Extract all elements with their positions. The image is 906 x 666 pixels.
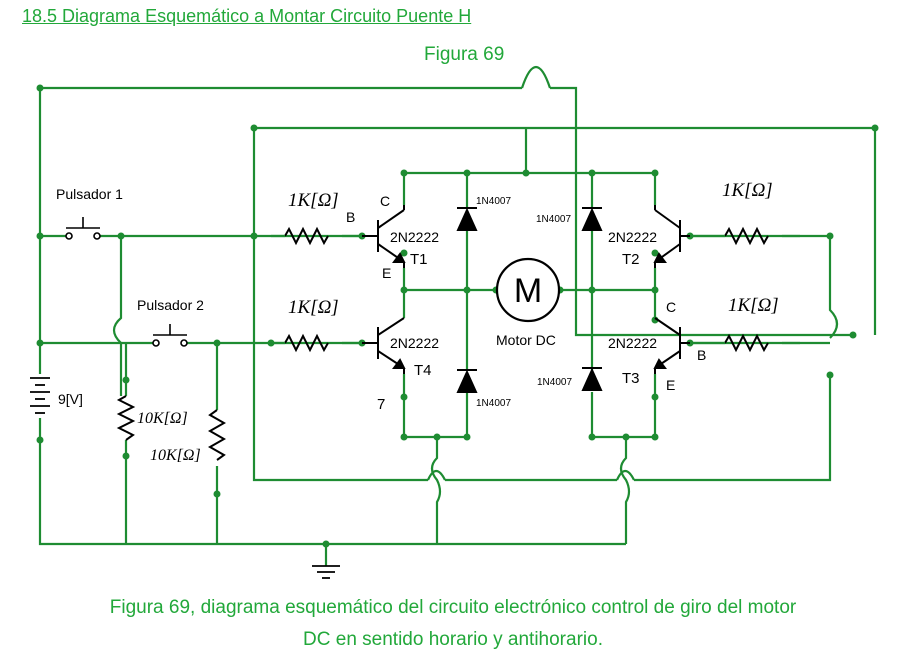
t3-base-label: B — [697, 347, 706, 363]
diode-bottom-right-label: 1N4007 — [537, 377, 572, 388]
motor-label: Motor DC — [496, 332, 556, 348]
r-t2-label: 1K[Ω] — [722, 180, 773, 201]
stray-seven-label: 7 — [377, 396, 385, 413]
resistor-t2 — [724, 226, 769, 246]
t3-emitter-label: E — [666, 377, 675, 393]
section-heading: 18.5 Diagrama Esquemático a Montar Circu… — [22, 6, 472, 26]
resistor-t1 — [284, 226, 329, 246]
t1-emitter-label: E — [382, 265, 391, 281]
resistor-pull-2 — [207, 409, 227, 461]
diode-bottom-left — [456, 369, 478, 393]
figure-title: Figura 69 — [424, 44, 505, 65]
motor-letter: M — [514, 272, 542, 310]
t3-model-label: 2N2222 — [608, 335, 657, 351]
diode-top-right-label: 1N4007 — [536, 214, 571, 225]
diode-top-right — [581, 207, 603, 231]
diode-top-left-label: 1N4007 — [476, 196, 511, 207]
pulsador-2-switch — [152, 324, 188, 347]
t3-label: T3 — [622, 370, 640, 387]
transistor-t3 — [653, 317, 690, 374]
transistor-t2 — [653, 205, 690, 268]
junction-dots — [36, 84, 879, 548]
t1-collector-label: C — [380, 193, 390, 209]
caption-line-1: Figura 69, diagrama esquemático del circ… — [109, 597, 797, 618]
wires — [38, 66, 877, 566]
diode-bottom-right — [581, 367, 603, 391]
t1-label: T1 — [410, 251, 428, 268]
figure-caption: Figura 69, diagrama esquemático del circ… — [0, 592, 906, 656]
battery-symbol — [30, 377, 50, 414]
resistor-pull-1 — [116, 395, 136, 441]
transistor-t1 — [362, 205, 406, 268]
r-t1-label: 1K[Ω] — [288, 190, 339, 211]
pulsador-1-label: Pulsador 1 — [56, 186, 123, 202]
motor-symbol — [495, 257, 561, 323]
t4-label: T4 — [414, 362, 432, 379]
r-pull-2-label: 10K[Ω] — [150, 447, 201, 464]
ground-symbol — [312, 565, 340, 579]
t1-model-label: 2N2222 — [390, 229, 439, 245]
diode-top-left — [456, 207, 478, 231]
h-bridge-schematic: M Pulsador 1 Pulsador 2 9[V] 1K[Ω] 1K[Ω]… — [30, 66, 879, 579]
pulsador-2-label: Pulsador 2 — [137, 297, 204, 313]
t1-base-label: B — [346, 209, 355, 225]
t3-collector-label: C — [666, 299, 676, 315]
resistor-t4 — [284, 333, 329, 353]
resistor-t3 — [724, 333, 769, 353]
t4-model-label: 2N2222 — [390, 335, 439, 351]
t2-label: T2 — [622, 251, 640, 268]
caption-line-2: DC en sentido horario y antihorario. — [303, 629, 603, 650]
t2-model-label: 2N2222 — [608, 229, 657, 245]
pulsador-1-switch — [65, 217, 101, 240]
r-t3-label: 1K[Ω] — [728, 295, 779, 316]
transistor-t4 — [362, 317, 406, 374]
r-t4-label: 1K[Ω] — [288, 297, 339, 318]
battery-label: 9[V] — [58, 391, 83, 407]
diode-bottom-left-label: 1N4007 — [476, 398, 511, 409]
r-pull-1-label: 10K[Ω] — [137, 410, 188, 427]
